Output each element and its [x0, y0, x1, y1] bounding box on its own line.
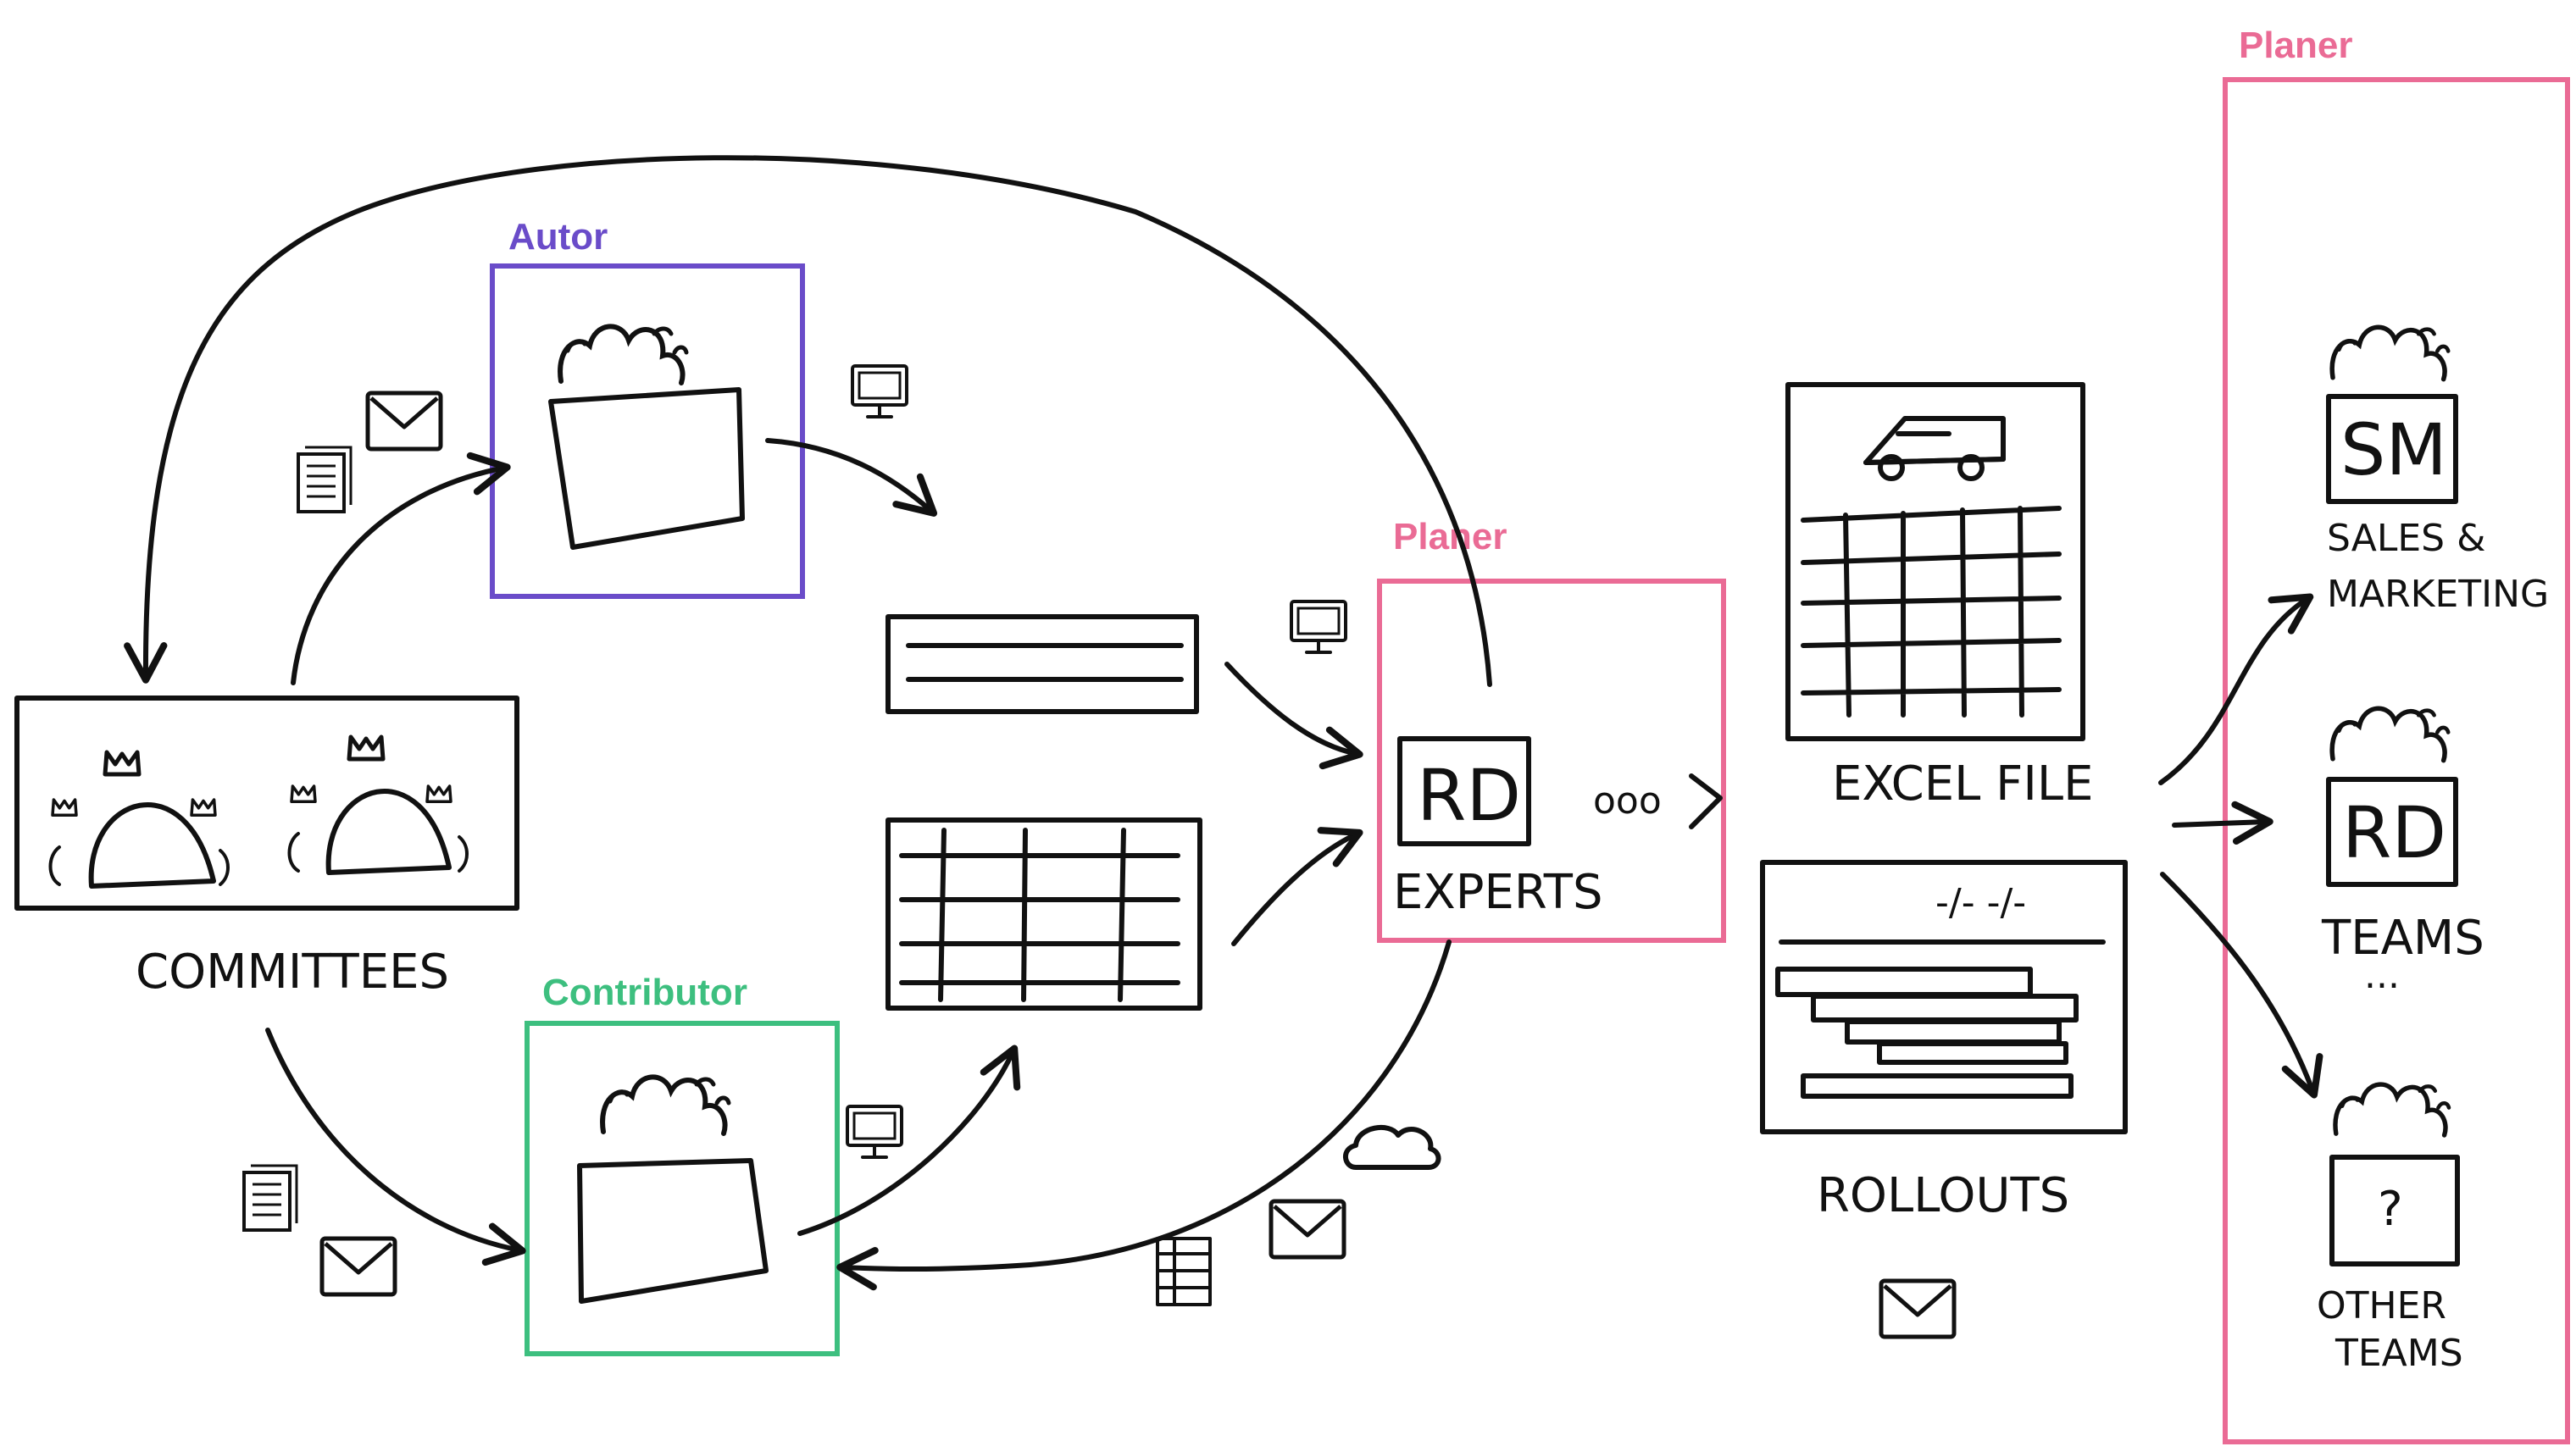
monitor-icon — [1290, 600, 1347, 654]
rollout-dates: -/- -/- — [1935, 881, 2026, 924]
rd-badge-center — [1397, 736, 1531, 846]
team-badge — [2326, 777, 2458, 887]
arrow-to-rd-teams — [2172, 801, 2273, 845]
rollouts-label: ROLLOUTS — [1817, 1168, 2069, 1223]
planer-center-label: Planer — [1393, 516, 1507, 557]
mail-icon — [1881, 1281, 1954, 1337]
arrow-to-sales-marketing — [2158, 593, 2314, 785]
crown-icon — [425, 784, 452, 803]
people-icon — [2332, 327, 2448, 379]
contributor-document — [577, 1158, 769, 1304]
committees-box — [14, 696, 519, 911]
autor-label: Autor — [508, 216, 608, 258]
contributor-label: Contributor — [542, 972, 747, 1013]
rollouts-box — [1760, 860, 2128, 1134]
team-badge — [2326, 394, 2458, 504]
excel-file-label: EXCEL FILE — [1832, 756, 2093, 812]
team-name-line1: OTHER — [2317, 1284, 2446, 1327]
spreadsheet-icon — [1156, 1237, 1212, 1306]
arrow-contributor-to-table — [797, 1045, 1021, 1236]
planer-center-frame — [1377, 579, 1726, 943]
excel-file-box — [1785, 382, 2085, 741]
committee-group-1 — [48, 752, 230, 889]
crown-icon — [105, 752, 139, 774]
arrow-table-to-experts — [1231, 827, 1363, 946]
people-icon — [2332, 708, 2448, 760]
crown-icon — [349, 737, 383, 759]
experts-label: EXPERTS — [1393, 865, 1603, 920]
rd-center-label: RD — [1417, 754, 1521, 837]
document-icon — [242, 1164, 298, 1232]
mail-icon — [368, 393, 441, 449]
arrow-to-other-teams — [2160, 872, 2323, 1099]
team-name-line2: TEAMS — [2334, 1332, 2463, 1375]
mail-icon — [322, 1239, 395, 1294]
people-icon — [602, 1077, 729, 1133]
cloud-icon — [1343, 1125, 1441, 1170]
arrow-committees-to-autor — [291, 452, 511, 685]
monitor-icon — [846, 1105, 903, 1159]
team-badge-label: ? — [2378, 1182, 2403, 1237]
planer-right-label: Planer — [2239, 25, 2353, 66]
car-icon — [1863, 416, 2006, 481]
team-name-line1: TEAMS — [2321, 911, 2484, 966]
planer-right-frame — [2223, 77, 2570, 1444]
arrow-text-to-experts — [1224, 662, 1363, 770]
mail-icon — [1271, 1201, 1344, 1257]
people-icon — [560, 326, 686, 383]
arrow-autor-to-document — [765, 438, 938, 517]
team-name-line1: SALES & — [2327, 517, 2485, 560]
team-badge-label: RD — [2342, 791, 2446, 874]
arrow-experts-to-contributor — [836, 939, 1452, 1291]
team-badge-label: SM — [2340, 408, 2447, 491]
ellipsis-chevron — [1689, 773, 1723, 829]
contributor-frame — [525, 1021, 840, 1356]
monitor-icon — [851, 364, 908, 418]
team-name-line2: MARKETING — [2327, 573, 2549, 616]
team-sales-marketing: SM SALES & MARKETING — [2326, 327, 2549, 616]
crown-icon — [190, 798, 217, 817]
committees-label: COMMITTEES — [136, 945, 449, 1000]
gantt-bars — [1775, 967, 2079, 1099]
team-rd: RD TEAMS ... — [2321, 708, 2484, 997]
autor-frame — [490, 263, 805, 599]
crown-icon — [51, 798, 78, 817]
excel-grid — [1801, 506, 2062, 718]
people-icon — [2335, 1084, 2449, 1135]
team-other: ? OTHER TEAMS — [2317, 1084, 2463, 1375]
autor-document — [548, 387, 745, 550]
table-grid — [899, 828, 1180, 1002]
feedback-loop-arrow — [124, 155, 1492, 687]
team-badge — [2329, 1155, 2460, 1266]
ellipsis-label: ooo — [1593, 779, 1662, 823]
committee-group-2 — [287, 737, 469, 875]
arrow-committees-to-contributor — [265, 1028, 526, 1266]
document-icon — [297, 446, 353, 513]
crown-icon — [290, 784, 317, 803]
team-name-line2: ... — [2364, 954, 2400, 997]
text-document — [886, 614, 1199, 714]
table-document — [886, 817, 1202, 1011]
